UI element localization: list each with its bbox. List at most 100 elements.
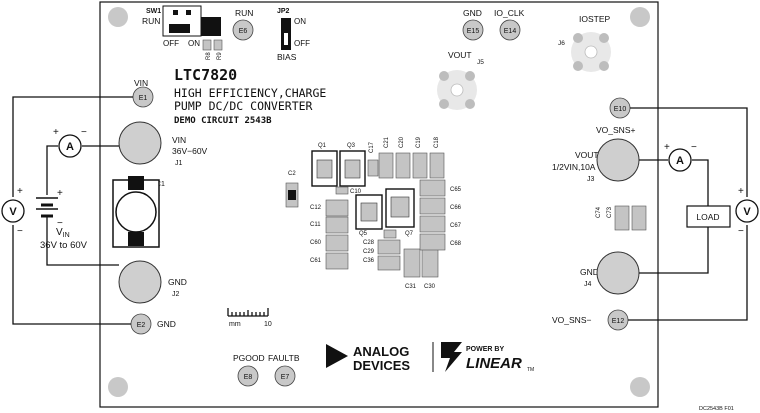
j6-label: J6 xyxy=(558,40,565,47)
j2-name: GND xyxy=(168,277,187,287)
vin-label: VIN xyxy=(134,78,148,88)
ioclk-label: IO_CLK xyxy=(494,8,525,18)
e8-label: E8 xyxy=(244,374,253,381)
r8-label: R8 xyxy=(206,52,212,60)
output-voltmeter xyxy=(735,199,759,223)
load-box xyxy=(686,205,731,228)
c36-capacitor xyxy=(377,255,401,271)
q5-die xyxy=(360,202,378,222)
vout-top-pin xyxy=(465,99,475,109)
c73-label: C73 xyxy=(607,206,613,218)
gnd-jack-j4[interactable] xyxy=(596,251,640,295)
c67-label: C67 xyxy=(450,223,462,229)
analog-devices-logo-mark xyxy=(326,344,348,368)
e10-label: E10 xyxy=(614,106,627,113)
c20-capacitor xyxy=(395,152,411,179)
c61-capacitor xyxy=(325,252,349,270)
vout-top-pin xyxy=(465,71,475,81)
j1-range: 36V−60V xyxy=(172,146,208,156)
gnd-top-label: GND xyxy=(463,8,482,18)
e7-turret[interactable] xyxy=(274,365,296,387)
input-wire-bottom xyxy=(12,225,131,325)
sense-wire-minus xyxy=(628,225,748,321)
c1-body xyxy=(115,191,157,233)
j3-id: J3 xyxy=(587,176,595,183)
sw1-on-label: ON xyxy=(188,39,200,48)
c10-label: C10 xyxy=(350,189,362,195)
vin-jack[interactable] xyxy=(118,121,162,165)
title-line-1: HIGH EFFICIENCY,CHARGE xyxy=(174,86,326,100)
c66-label: C66 xyxy=(450,205,462,211)
e1-label: E1 xyxy=(139,95,148,102)
q7-die xyxy=(390,196,410,218)
gnd-bottom-label: GND xyxy=(157,319,176,329)
vo-sns-minus-label: VO_SNS− xyxy=(552,315,591,325)
iostep-pin xyxy=(573,61,583,71)
ruler-unit: mm xyxy=(229,321,241,328)
c1-lead xyxy=(128,232,144,246)
e6-label: E6 xyxy=(239,28,248,35)
c31-label: C31 xyxy=(405,284,417,290)
e14-turret[interactable] xyxy=(499,19,521,41)
vin-source-range: 36V to 60V xyxy=(40,240,88,251)
iostep-pin xyxy=(599,33,609,43)
q1-label: Q1 xyxy=(318,143,327,149)
iostep-center xyxy=(584,45,598,59)
input-voltmeter-symbol: V xyxy=(9,206,17,218)
e2-label: E2 xyxy=(137,322,146,329)
mounting-hole xyxy=(630,7,650,27)
battery-minus: − xyxy=(57,218,63,229)
c19-label: C19 xyxy=(416,136,422,148)
mounting-hole xyxy=(630,377,650,397)
load-wire xyxy=(639,159,709,274)
e8-turret[interactable] xyxy=(237,365,259,387)
e15-turret[interactable] xyxy=(462,19,484,41)
output-ammeter-minus: − xyxy=(691,142,697,153)
c12-label: C12 xyxy=(310,205,322,211)
gnd-jack-j2[interactable] xyxy=(118,260,162,304)
q3-label: Q3 xyxy=(347,143,356,149)
c61-label: C61 xyxy=(310,258,322,264)
e7-label: E7 xyxy=(281,374,290,381)
sw1-id: SW1 xyxy=(146,8,161,15)
ruler-value: 10 xyxy=(264,321,272,328)
adi-line-1: ANALOG xyxy=(353,344,409,359)
input-ammeter-plus: + xyxy=(53,127,59,138)
sw1-off-label: OFF xyxy=(163,39,179,48)
input-ammeter xyxy=(58,134,82,158)
c68-label: C68 xyxy=(450,241,462,247)
c2-body xyxy=(288,190,296,200)
output-voltmeter-plus: + xyxy=(738,186,744,197)
c65-label: C65 xyxy=(450,187,462,193)
sense-wire-plus xyxy=(630,107,748,197)
output-ammeter-plus: + xyxy=(664,142,670,153)
c30-capacitor xyxy=(421,248,439,278)
c21-label: C21 xyxy=(384,136,390,148)
c60-capacitor xyxy=(325,234,349,252)
c66-capacitor xyxy=(419,197,446,215)
j4-name: GND xyxy=(580,267,599,277)
scale-ruler xyxy=(227,308,269,317)
lt-line-2: LINEAR xyxy=(466,355,522,372)
j1-name: VIN xyxy=(172,135,186,145)
c74-label: C74 xyxy=(596,206,602,218)
iostep-pin xyxy=(599,61,609,71)
figure-id: DC2543B F01 xyxy=(699,406,734,412)
vo-sns-plus-label: VO_SNS+ xyxy=(596,125,635,135)
pgood-label: PGOOD xyxy=(233,353,265,363)
j3-range: 1/2VIN,10A xyxy=(552,162,596,172)
vout-jack[interactable] xyxy=(596,138,640,182)
e6-turret[interactable] xyxy=(232,19,254,41)
c11-capacitor xyxy=(325,216,349,234)
input-voltmeter-minus: − xyxy=(17,226,23,237)
mounting-hole xyxy=(108,7,128,27)
c73-capacitor xyxy=(631,205,647,231)
c17-label: C17 xyxy=(369,141,375,153)
title-line-2: PUMP DC/DC CONVERTER xyxy=(174,99,313,113)
sw1-actuator xyxy=(169,24,190,33)
c11-label: C11 xyxy=(310,222,321,228)
lt-trademark: TM xyxy=(527,367,534,373)
jp2-id: JP2 xyxy=(277,8,290,15)
input-wire-top xyxy=(12,96,133,197)
vout-top-center xyxy=(450,83,464,97)
